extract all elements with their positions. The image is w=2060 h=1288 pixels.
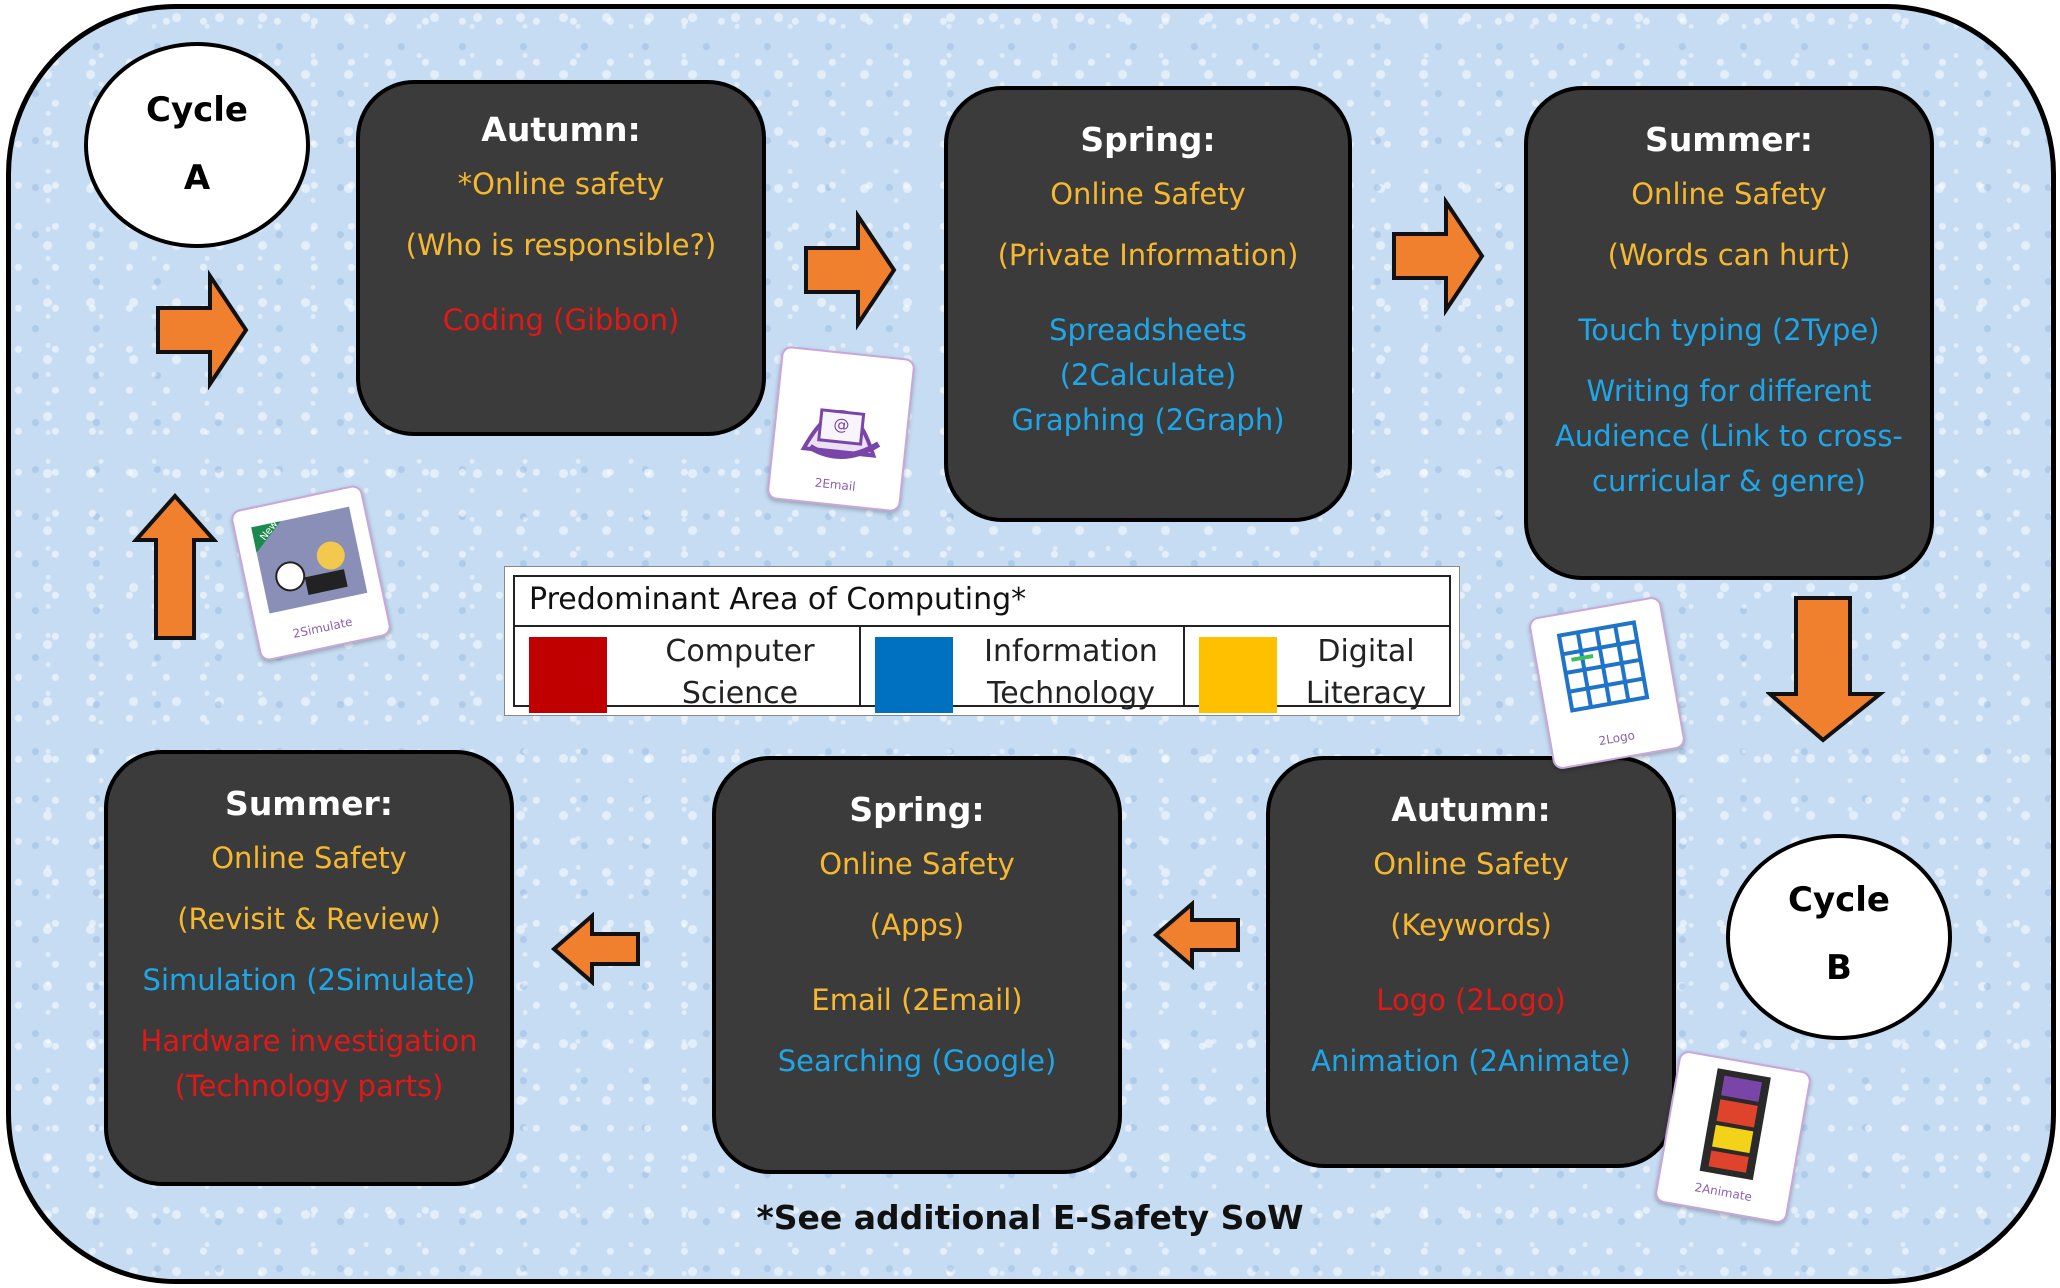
cycle-b-letter: B: [1826, 948, 1852, 988]
legend-label-science: Science: [681, 676, 799, 711]
legend-label-technology: Technology: [986, 676, 1156, 711]
email-icon: @: [800, 408, 881, 459]
legend-label-computer: Computer: [665, 634, 815, 669]
cycle-a-summer-audience: Audience (Link to cross-: [1555, 419, 1903, 453]
legend-item-computer-science: Computer Science: [515, 627, 861, 713]
cycle-b-spring-email: Email (2Email): [811, 983, 1023, 1017]
cycle-b-circle: Cycle B: [1726, 834, 1952, 1040]
cycle-a-spring-calculate: (2Calculate): [1059, 358, 1237, 392]
cycle-b-summer-hardware: Hardware investigation: [140, 1024, 478, 1058]
cycle-b-autumn-online-safety: Online Safety: [1373, 847, 1569, 881]
logo-grid-icon: [1556, 620, 1650, 713]
footnote: *See additional E-Safety SoW: [756, 1198, 1304, 1237]
cycle-a-autumn-box: Autumn: *Online safety (Who is responsib…: [356, 80, 766, 436]
svg-text:@: @: [833, 414, 851, 435]
cycle-a-summer-topic: (Words can hurt): [1607, 238, 1851, 272]
legend-item-digital-literacy: Digital Literacy: [1185, 627, 1449, 713]
arrow-right-autumn-to-spring: [804, 210, 897, 330]
arrow-left-autumn-to-spring: [1152, 900, 1240, 970]
cycle-a-letter: A: [183, 158, 211, 198]
cycle-b-spring-topic: (Apps): [869, 908, 965, 942]
cycle-a-spring-graphing: Graphing (2Graph): [1011, 403, 1285, 437]
arrow-right-spring-to-summer: [1392, 196, 1485, 316]
legend-item-information-technology: Information Technology: [861, 627, 1185, 713]
film-strip-icon: [1699, 1068, 1771, 1181]
cycle-b-autumn-topic: (Keywords): [1390, 908, 1552, 942]
legend-label-literacy: Literacy: [1305, 676, 1427, 711]
cycle-a-summer-title: Summer:: [1645, 120, 1813, 159]
simulate-icon: New: [251, 506, 368, 614]
card-2animate: 2Animate: [1653, 1049, 1813, 1225]
cycle-b-word: Cycle: [1788, 880, 1890, 920]
legend-swatch-blue: [875, 637, 953, 713]
cycle-a-summer-touch-typing: Touch typing (2Type): [1578, 313, 1880, 347]
cycle-a-summer-writing: Writing for different: [1586, 374, 1872, 408]
legend-title: Predominant Area of Computing*: [515, 577, 1449, 627]
cycle-b-summer-online-safety: Online Safety: [211, 841, 407, 875]
cycle-a-word: Cycle: [146, 90, 248, 130]
cycle-a-autumn-topic: (Who is responsible?): [405, 228, 717, 262]
cycle-b-spring-online-safety: Online Safety: [819, 847, 1015, 881]
card-2logo: 2Logo: [1527, 595, 1687, 771]
cycle-b-autumn-logo: Logo (2Logo): [1376, 983, 1566, 1017]
cycle-b-spring-searching: Searching (Google): [777, 1044, 1057, 1078]
legend: Predominant Area of Computing* Computer …: [504, 566, 1460, 716]
arrow-right-into-autumn: [156, 270, 249, 390]
cycle-b-summer-simulation: Simulation (2Simulate): [142, 963, 476, 997]
cycle-b-spring-title: Spring:: [849, 790, 985, 829]
card-2simulate: New 2Simulate: [229, 483, 393, 663]
cycle-b-spring-box: Spring: Online Safety (Apps) Email (2Ema…: [712, 756, 1122, 1174]
legend-swatch-yellow: [1199, 637, 1277, 713]
cycle-a-summer-curricular: curricular & genre): [1592, 464, 1866, 498]
cycle-b-summer-box: Summer: Online Safety (Revisit & Review)…: [104, 750, 514, 1186]
arrow-down-to-cycle-b: [1766, 596, 1886, 743]
cycle-a-spring-online-safety: Online Safety: [1050, 177, 1246, 211]
cycle-b-summer-topic: (Revisit & Review): [177, 902, 441, 936]
cycle-a-spring-box: Spring: Online Safety (Private Informati…: [944, 86, 1352, 522]
cycle-a-summer-box: Summer: Online Safety (Words can hurt) T…: [1524, 86, 1934, 580]
cycle-b-autumn-box: Autumn: Online Safety (Keywords) Logo (2…: [1266, 756, 1676, 1168]
cycle-b-summer-title: Summer:: [225, 784, 393, 823]
cycle-a-spring-title: Spring:: [1080, 120, 1216, 159]
cycle-b-autumn-animation: Animation (2Animate): [1311, 1044, 1631, 1078]
card-2email: @ 2Email: [766, 345, 916, 513]
cycle-a-autumn-coding: Coding (Gibbon): [442, 303, 680, 337]
cycle-a-circle: Cycle A: [84, 42, 310, 248]
arrow-left-spring-to-summer: [550, 912, 640, 986]
cycle-a-spring-topic: (Private Information): [997, 238, 1299, 272]
arrow-up-to-cycle-a: [132, 492, 218, 640]
legend-label-information: Information: [984, 634, 1158, 669]
cycle-a-autumn-title: Autumn:: [481, 110, 641, 149]
legend-swatch-red: [529, 637, 607, 713]
cycle-b-summer-technology-parts: (Technology parts): [174, 1069, 444, 1103]
legend-label-digital: Digital: [1317, 634, 1415, 669]
cycle-a-summer-online-safety: Online Safety: [1631, 177, 1827, 211]
cycle-b-autumn-title: Autumn:: [1391, 790, 1551, 829]
cycle-a-autumn-online-safety: *Online safety: [457, 167, 665, 201]
cycle-a-spring-spreadsheets: Spreadsheets: [1049, 313, 1247, 347]
